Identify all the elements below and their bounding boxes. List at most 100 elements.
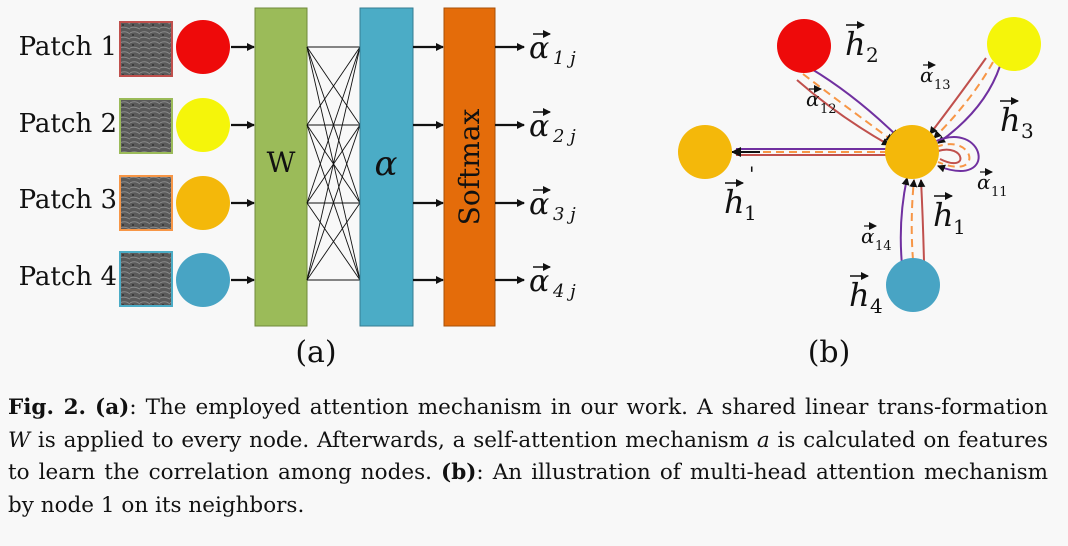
label-h2-main: h xyxy=(845,25,866,63)
label-h1-prime-sub: 1 xyxy=(744,201,757,225)
caption-part-1: : The employed attention mechanism in ou… xyxy=(129,395,1048,420)
patch-row-2: Patch 2 xyxy=(19,98,255,154)
label-a13-main: α xyxy=(920,63,934,87)
patch-image-1 xyxy=(119,21,173,77)
patch-image-3 xyxy=(119,175,173,231)
edge-h3-h1-orange xyxy=(933,61,994,139)
caption-fig-number: Fig. 2. xyxy=(8,395,87,420)
panel-a: Patch 1 Patch 2 Patch 3 Patch 4 W xyxy=(19,7,576,370)
alpha-block xyxy=(359,7,414,327)
node-h4 xyxy=(886,258,940,312)
output-3: α 3 j xyxy=(495,186,576,225)
label-a12-main: α xyxy=(806,87,820,111)
label-a14-main: α xyxy=(861,224,875,248)
label-a12-sub: 12 xyxy=(820,102,837,117)
label-a14-sub: 14 xyxy=(875,239,892,254)
figure-canvas: Patch 1 Patch 2 Patch 3 Patch 4 W xyxy=(19,7,1041,370)
patch-node-2 xyxy=(176,98,230,152)
caption-part-4: : An illustration of multi-head attentio… xyxy=(8,460,1048,518)
label-h4-sub: 4 xyxy=(870,294,883,318)
self-loop-orange xyxy=(935,143,971,168)
patch-node-3 xyxy=(176,176,230,230)
output-alpha-1: α xyxy=(529,31,549,66)
alpha-label: α xyxy=(375,144,398,184)
caption-a-tag: (a) xyxy=(95,395,130,420)
node-h2 xyxy=(777,19,831,73)
patch-label-3: Patch 3 xyxy=(19,185,117,215)
caption-b-tag: (b) xyxy=(441,460,477,485)
output-sub-3: 3 j xyxy=(553,204,576,225)
edge-h3-h1-purple xyxy=(937,65,1001,144)
node-h1-prime xyxy=(678,125,732,179)
connection-line xyxy=(306,202,361,281)
connection-line xyxy=(306,46,361,204)
label-a11-sub: 11 xyxy=(991,185,1008,200)
label-a14: α 14 xyxy=(861,222,892,254)
patch-row-3: Patch 3 xyxy=(19,175,255,231)
edge-h2-h1-brown xyxy=(796,79,890,146)
self-loop-purple xyxy=(933,136,980,173)
label-a11-main: α xyxy=(977,170,991,194)
edge-h4-h1-orange xyxy=(909,179,918,261)
w-block xyxy=(254,7,308,327)
label-h4-main: h xyxy=(849,276,870,314)
label-h1-prime-mark: ' xyxy=(749,162,755,186)
label-a13: α 13 xyxy=(920,61,951,93)
panel-b: h 2 h 3 h 1 h 4 h 1 ' α 12 xyxy=(678,17,1041,370)
softmax-label: Softmax xyxy=(453,108,486,225)
label-h3: h 3 xyxy=(1000,97,1034,143)
label-a11: α 11 xyxy=(977,168,1008,200)
output-alpha-2: α xyxy=(529,109,549,144)
label-h3-sub: 3 xyxy=(1021,119,1034,143)
output-sub-4: 4 j xyxy=(552,281,576,302)
patch-label-4: Patch 4 xyxy=(19,262,117,292)
panel-a-label: (a) xyxy=(295,335,336,370)
patch-label-1: Patch 1 xyxy=(19,32,117,62)
connection-line xyxy=(306,46,361,281)
label-h1-prime: h 1 ' xyxy=(724,162,757,225)
edge-h4-h1-brown xyxy=(917,179,926,263)
edge-h2-h1-orange xyxy=(802,73,894,142)
caption-part-2: is applied to every node. Afterwards, a … xyxy=(30,427,757,453)
label-a12: α 12 xyxy=(806,85,837,117)
label-h1: h 1 xyxy=(933,192,966,239)
node-h3 xyxy=(987,17,1041,71)
w-label: W xyxy=(267,146,296,179)
fully-connected-lines xyxy=(306,46,361,281)
softmax-block xyxy=(443,7,496,327)
output-4: α 4 j xyxy=(495,263,576,302)
label-h2-sub: 2 xyxy=(866,43,879,67)
connection-line xyxy=(306,46,361,126)
panel-b-label: (b) xyxy=(808,335,851,370)
label-h1-prime-main: h xyxy=(724,183,745,221)
edge-h2-h1-purple xyxy=(809,67,899,138)
edge-h4-h1-purple xyxy=(899,177,910,266)
patch-row-1: Patch 1 xyxy=(19,20,255,77)
connection-line xyxy=(306,124,361,281)
patch-node-1 xyxy=(176,20,230,74)
caption-a-var: a xyxy=(756,427,770,453)
label-h1-sub: 1 xyxy=(953,215,966,239)
patch-row-4: Patch 4 xyxy=(19,251,255,307)
output-2: α 2 j xyxy=(495,108,576,147)
label-h3-main: h xyxy=(1000,101,1021,139)
output-sub-2: 2 j xyxy=(552,126,576,147)
output-alpha-3: α xyxy=(529,187,549,222)
output-1: α 1 j xyxy=(495,30,576,69)
self-loop-brown xyxy=(937,148,962,165)
label-h4: h 4 xyxy=(849,272,883,318)
patch-label-2: Patch 2 xyxy=(19,109,117,139)
patch-image-4 xyxy=(119,251,173,307)
caption-w-var: W xyxy=(8,427,31,453)
patch-node-4 xyxy=(176,253,230,307)
output-sub-1: 1 j xyxy=(553,48,576,69)
figure-caption: Fig. 2. (a): The employed attention mech… xyxy=(8,392,1048,522)
label-h2: h 2 xyxy=(845,21,879,67)
output-alpha-4: α xyxy=(529,264,549,299)
patch-image-2 xyxy=(119,98,173,154)
edge-h3-h1-brown xyxy=(929,57,987,135)
node-h1 xyxy=(885,125,939,179)
label-h1-main: h xyxy=(933,196,954,234)
caption-part-3: is calculated on features to learn the c… xyxy=(8,427,1048,486)
label-a13-sub: 13 xyxy=(934,78,951,93)
